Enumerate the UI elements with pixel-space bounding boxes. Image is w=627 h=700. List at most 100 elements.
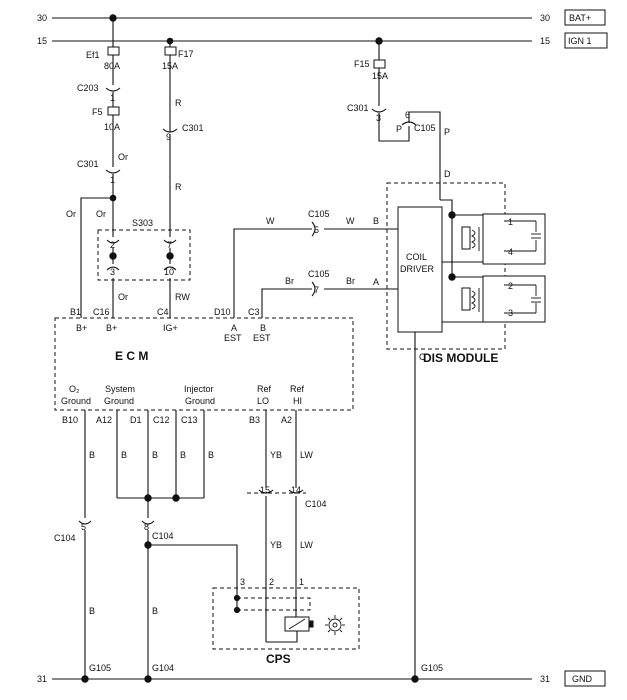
cps-pin-2: 2 (269, 577, 274, 587)
ground-g104: G104 (152, 663, 174, 673)
connector-c105-top-pin: 6 (405, 110, 410, 120)
wire-br-est-b (261, 288, 312, 318)
wire-p2-label: P (444, 127, 450, 137)
wire-w1-label: W (266, 216, 275, 226)
cps-title: CPS (266, 652, 291, 666)
connector-c104-left-pin: 5 (81, 522, 86, 532)
splice-s303-pin-10: 10 (164, 267, 174, 277)
ground-g105-right: G105 (421, 663, 443, 673)
rail-ign-num-right: 15 (540, 36, 550, 46)
ecm-pin-b3: B3 (249, 415, 260, 425)
connector-c104-right: 15 14 C104 (247, 485, 327, 509)
wire-b-4: B (180, 450, 186, 460)
fuse-f15-rating: 15A (372, 71, 388, 81)
wire-coil-feed-2 (451, 215, 462, 278)
fuse-f15-name: F15 (354, 59, 370, 69)
connector-c104-mid-label: C104 (152, 531, 174, 541)
ecm-pin-c3-line1: B (260, 323, 266, 333)
connector-c105-br: C105 7 (308, 269, 330, 297)
ecm-pin-c13: C13 (181, 415, 198, 425)
connector-c104-pin-14: 14 (291, 485, 301, 495)
wire-p1-label: P (396, 124, 402, 134)
connector-c105-br-pin: 7 (314, 285, 319, 295)
ecm-system-ground-l2: Ground (104, 396, 134, 406)
connector-c104-pin-15: 15 (260, 485, 270, 495)
coil-driver-box (397, 206, 443, 333)
wire-r2-label: R (175, 182, 182, 192)
connector-c105-top-label: C105 (414, 123, 436, 133)
connector-c104-left-label: C104 (54, 533, 76, 543)
fuse-f15: F15 15A (354, 41, 388, 106)
junction-dot (166, 252, 174, 260)
wire-p-loop (378, 113, 410, 142)
connector-c301-left: C301 1 Or (77, 159, 121, 237)
rail-gnd-num-left: 31 (37, 674, 47, 684)
ecm-system-ground-l1: System (105, 384, 135, 394)
ecm-pin-c16: C16 (93, 307, 110, 317)
cps-sensor: CPS 3 2 1 (212, 577, 360, 666)
wire-d-label: D (444, 169, 451, 179)
splice-s303: S303 2 3 7 10 (97, 218, 191, 281)
wire-or3-label: Or (66, 209, 76, 219)
rail-ign-tag: IGN 1 (568, 36, 592, 46)
ecm-ref-lo-l1: Ref (257, 384, 272, 394)
connector-c105-top: 6 C105 (401, 110, 436, 133)
wire-b-1: B (89, 450, 95, 460)
connector-c105-w: C105 5 (308, 209, 330, 237)
junction-dot (144, 675, 152, 683)
wire-yb1-label: YB (270, 450, 282, 460)
gear-icon (325, 615, 345, 635)
rail-bat: 30 30 BAT+ (37, 9, 606, 26)
wire-or2-label: Or (96, 209, 106, 219)
wire-or1-label: Or (118, 152, 128, 162)
ecm-pin-a2: A2 (281, 415, 292, 425)
wire-w-est-a (233, 228, 312, 318)
ecm-injector-ground-l1: Injector (184, 384, 214, 394)
wire-w2-label: W (346, 216, 355, 226)
ecm-pin-a12: A12 (96, 415, 112, 425)
spark-plug-pair-2: 2 3 (482, 275, 546, 323)
dis-in-b: B (373, 216, 379, 226)
wire-coil-feed (440, 199, 462, 216)
ecm-ref-lo-l2: LO (257, 396, 269, 406)
rail-bat-tag: BAT+ (569, 13, 591, 23)
connector-c104-left: 5 C104 (54, 520, 92, 543)
connector-c104-right-label: C104 (305, 499, 327, 509)
rail-ign: 15 15 IGN 1 (37, 32, 608, 49)
wire-br2-label: Br (346, 276, 355, 286)
junction-dot (81, 675, 89, 683)
coil-driver-line1: COIL (406, 252, 427, 262)
junction-dot (109, 252, 117, 260)
wire-or4-label: Or (118, 292, 128, 302)
fuse-ef1-rating: 80A (104, 61, 120, 71)
connector-c104-mid: 8 C104 (141, 520, 174, 541)
dis-in-a: A (373, 277, 379, 287)
ecm-pin-b1: B1 (70, 307, 81, 317)
wire-r1-label: R (175, 98, 182, 108)
wire-b-6: B (89, 606, 95, 616)
rail-bat-num-right: 30 (540, 13, 550, 23)
rail-bat-num-left: 30 (37, 13, 47, 23)
junction-dot (411, 675, 419, 683)
cps-magnet (308, 620, 314, 628)
wire-b-7: B (152, 606, 158, 616)
fuse-f17: F17 15A R (162, 37, 194, 132)
splice-s303-pin-2: 2 (110, 240, 115, 250)
junction-dot (448, 273, 456, 281)
connector-c301-left-label: C301 (77, 159, 99, 169)
ecm-pin-c4: C4 (157, 307, 169, 317)
ecm-injector-ground-l2: Ground (185, 396, 215, 406)
ground-g105-left: G105 (89, 663, 111, 673)
dis-module-title: DIS MODULE (423, 351, 498, 365)
wire-yb2-label: YB (270, 540, 282, 550)
plug-pin-2: 2 (508, 281, 513, 291)
fuse-f17-name: F17 (178, 49, 194, 59)
connector-c301-mid-pin: 9 (166, 132, 171, 142)
ecm-pin-d10-line2: EST (224, 333, 242, 343)
ecm-pin-c16-name: B+ (106, 323, 117, 333)
ecm-pin-d10: D10 (214, 307, 231, 317)
ecm-pin-b1-name: B+ (76, 323, 87, 333)
wire-p-dis (408, 111, 441, 200)
wire-b-3: B (152, 450, 158, 460)
ecm-title: E C M (115, 349, 148, 363)
